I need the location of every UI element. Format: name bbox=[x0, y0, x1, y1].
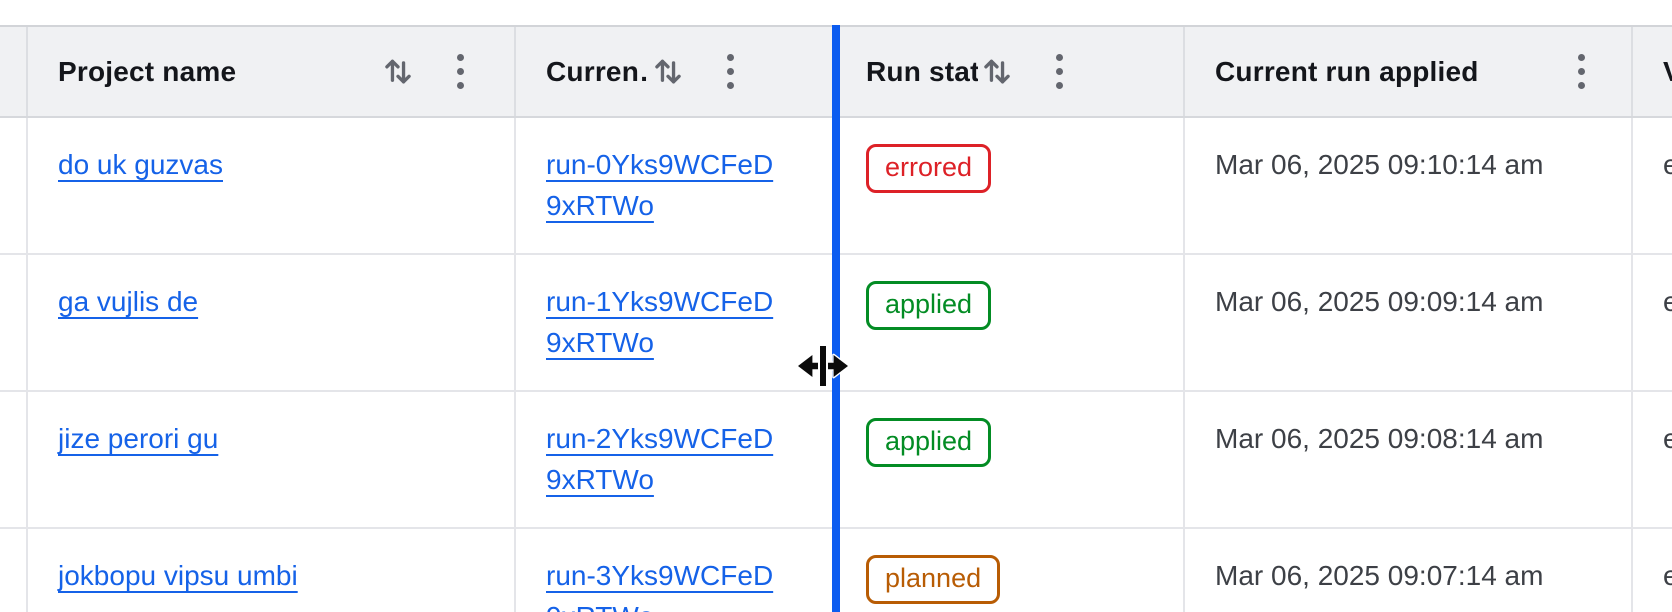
run-applied-cell: Mar 06, 2025 09:08:14 am bbox=[1185, 392, 1633, 527]
project-link[interactable]: jize perori gu bbox=[58, 423, 219, 454]
project-name-cell: jize perori gu bbox=[28, 392, 516, 527]
column-menu-button[interactable] bbox=[457, 54, 464, 89]
clipped-cell: e bbox=[1633, 118, 1672, 253]
run-status-cell: planned bbox=[836, 529, 1185, 612]
edge-cell bbox=[0, 529, 28, 612]
header-cell-edge bbox=[0, 27, 28, 116]
run-applied-cell: Mar 06, 2025 09:07:14 am bbox=[1185, 529, 1633, 612]
current-run-cell: run-3Yks9WCFeD9xRTWo bbox=[516, 529, 836, 612]
column-menu-button[interactable] bbox=[1578, 54, 1585, 89]
project-name-cell: jokbopu vipsu umbi bbox=[28, 529, 516, 612]
column-label: Project name bbox=[58, 55, 237, 87]
kebab-menu-icon bbox=[727, 54, 734, 89]
status-badge: errored bbox=[866, 144, 992, 193]
clipped-value: e bbox=[1663, 423, 1672, 454]
timestamp: Mar 06, 2025 09:09:14 am bbox=[1215, 286, 1544, 317]
status-badge: applied bbox=[866, 281, 992, 330]
clipped-cell: e bbox=[1633, 255, 1672, 390]
clipped-value: e bbox=[1663, 286, 1672, 317]
status-badge: applied bbox=[866, 418, 992, 467]
swap-vertical-arrows-icon bbox=[379, 50, 417, 93]
edge-cell bbox=[0, 255, 28, 390]
kebab-menu-icon bbox=[1056, 54, 1063, 89]
timestamp: Mar 06, 2025 09:08:14 am bbox=[1215, 423, 1544, 454]
column-resize-handle[interactable] bbox=[832, 25, 840, 612]
project-name-cell: do uk guzvas bbox=[28, 118, 516, 253]
kebab-menu-icon bbox=[457, 54, 464, 89]
run-link[interactable]: run-1Yks9WCFeD9xRTWo bbox=[546, 286, 774, 358]
run-status-cell: errored bbox=[836, 118, 1185, 253]
column-header-clipped[interactable]: V bbox=[1633, 27, 1672, 116]
edge-cell bbox=[0, 392, 28, 527]
column-label: Current run applied bbox=[1215, 55, 1479, 87]
swap-vertical-arrows-icon bbox=[649, 50, 687, 93]
timestamp: Mar 06, 2025 09:10:14 am bbox=[1215, 149, 1544, 180]
current-run-cell: run-0Yks9WCFeD9xRTWo bbox=[516, 118, 836, 253]
run-status-cell: applied bbox=[836, 255, 1185, 390]
run-link[interactable]: run-0Yks9WCFeD9xRTWo bbox=[546, 149, 774, 221]
run-link[interactable]: run-3Yks9WCFeD9xRTWo bbox=[546, 560, 774, 612]
current-run-cell: run-2Yks9WCFeD9xRTWo bbox=[516, 392, 836, 527]
run-status-cell: applied bbox=[836, 392, 1185, 527]
column-label: V bbox=[1663, 56, 1672, 88]
column-label: Curren… bbox=[546, 55, 649, 87]
status-badge: planned bbox=[866, 555, 1001, 604]
column-header-current-run[interactable]: Curren… bbox=[516, 27, 836, 116]
column-menu-button[interactable] bbox=[727, 54, 734, 89]
current-run-cell: run-1Yks9WCFeD9xRTWo bbox=[516, 255, 836, 390]
column-header-project-name[interactable]: Project name bbox=[28, 27, 516, 116]
project-link[interactable]: ga vujlis de bbox=[58, 286, 199, 317]
kebab-menu-icon bbox=[1578, 54, 1585, 89]
timestamp: Mar 06, 2025 09:07:14 am bbox=[1215, 560, 1544, 591]
clipped-cell: e bbox=[1633, 529, 1672, 612]
clipped-value: e bbox=[1663, 149, 1672, 180]
column-menu-button[interactable] bbox=[1056, 54, 1063, 89]
sort-button[interactable] bbox=[649, 50, 687, 93]
swap-vertical-arrows-icon bbox=[978, 50, 1016, 93]
run-link[interactable]: run-2Yks9WCFeD9xRTWo bbox=[546, 423, 774, 495]
sort-button[interactable] bbox=[978, 50, 1016, 93]
clipped-cell: e bbox=[1633, 392, 1672, 527]
sort-button[interactable] bbox=[379, 50, 417, 93]
edge-cell bbox=[0, 118, 28, 253]
column-header-current-run-applied[interactable]: Current run applied bbox=[1185, 27, 1633, 116]
clipped-value: e bbox=[1663, 560, 1672, 591]
run-applied-cell: Mar 06, 2025 09:10:14 am bbox=[1185, 118, 1633, 253]
project-link[interactable]: jokbopu vipsu umbi bbox=[58, 560, 298, 591]
run-applied-cell: Mar 06, 2025 09:09:14 am bbox=[1185, 255, 1633, 390]
column-label: Run status bbox=[866, 55, 978, 87]
project-name-cell: ga vujlis de bbox=[28, 255, 516, 390]
project-link[interactable]: do uk guzvas bbox=[58, 149, 223, 180]
column-header-run-status[interactable]: Run status bbox=[836, 27, 1185, 116]
